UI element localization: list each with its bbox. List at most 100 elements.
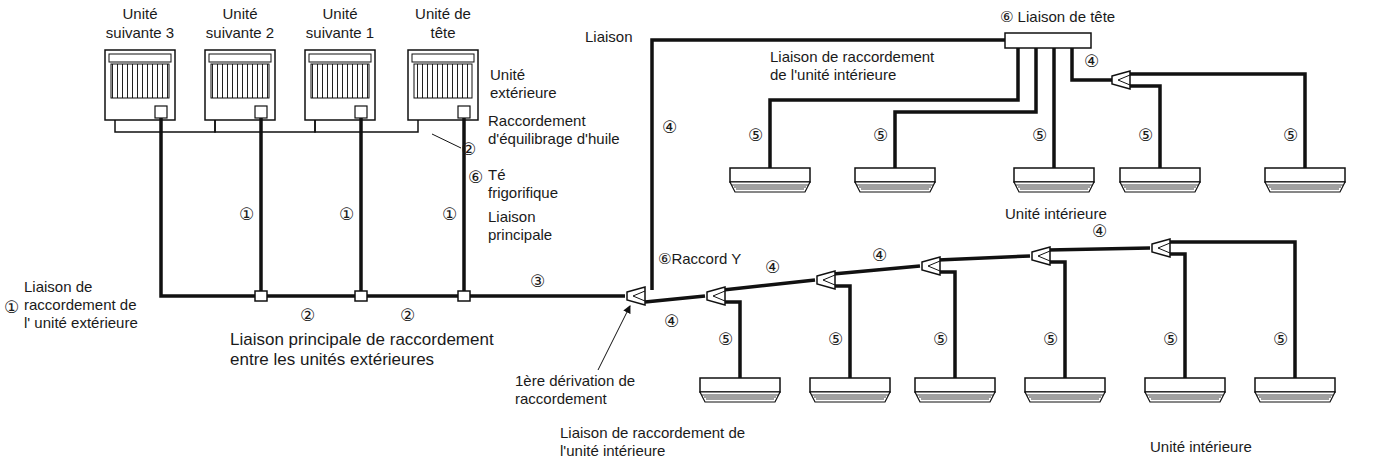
indoor-unit-body xyxy=(1025,378,1105,392)
indoor-unit-body xyxy=(700,378,780,392)
part-label: Liaison de raccordement de l'unité intér… xyxy=(770,48,955,84)
refrigerant-pipe xyxy=(1130,86,1160,168)
unit-heading: Unité suivante 1 xyxy=(298,4,382,42)
callout-number: ① xyxy=(4,298,19,316)
callout-number: ④ xyxy=(662,118,677,136)
y-joint xyxy=(1112,71,1130,89)
refrigerant-pipe xyxy=(895,48,1036,168)
callout-number: ⑤ xyxy=(933,330,948,348)
air-grill xyxy=(311,64,369,98)
oil-balance-line xyxy=(115,120,215,132)
fan-top xyxy=(209,54,271,62)
outdoor-unit: Unité suivante 3 xyxy=(98,4,182,120)
refrigerant-pipe xyxy=(938,256,1030,260)
panel-line xyxy=(814,397,886,398)
outdoor-unit-body xyxy=(105,50,175,120)
callout-number: ③ xyxy=(530,272,545,290)
callout-number: ⑤ xyxy=(1043,330,1058,348)
panel-line xyxy=(1029,397,1101,398)
panel-line xyxy=(1018,187,1090,188)
panel-line xyxy=(1020,189,1088,190)
pipe-port xyxy=(355,106,367,118)
y-joint-inner xyxy=(1038,256,1050,261)
fan-top xyxy=(309,54,371,62)
header-pipe xyxy=(1005,33,1091,48)
pipe-port xyxy=(458,106,470,118)
part-label: Unité intérieure xyxy=(1005,205,1107,223)
part-label: Liaison de raccordement de l'unité intér… xyxy=(560,424,750,460)
refrigerant-pipe xyxy=(833,266,920,274)
part-label: Liaison xyxy=(585,28,633,46)
callout-number: ④ xyxy=(664,312,679,330)
indoor-unit-panel xyxy=(1120,182,1200,192)
refrigerant-pipe xyxy=(359,118,363,296)
panel-line xyxy=(919,397,991,398)
part-label: ⑥ Liaison de tête xyxy=(1000,8,1115,26)
callout-number: ① xyxy=(339,205,354,223)
refrigerant-pipe xyxy=(1052,48,1056,168)
refrigerant-pipe xyxy=(1130,74,1305,168)
panel-line xyxy=(857,185,933,186)
callout-number: ② xyxy=(461,140,476,158)
part-label: 1ère dérivation de raccordement xyxy=(515,372,637,408)
y-joint xyxy=(707,287,725,305)
y-joint-inner xyxy=(928,266,940,271)
y-joint-inner xyxy=(713,296,725,301)
callout-number: ⑥ xyxy=(468,168,483,186)
fan-top xyxy=(412,54,474,62)
y-joint-inner xyxy=(928,261,940,266)
indoor-unit-panel xyxy=(730,182,810,192)
callout-number: ② xyxy=(300,306,315,324)
panel-line xyxy=(1122,185,1198,186)
y-joint-inner xyxy=(633,291,645,296)
refrigerant-pipe xyxy=(652,40,1005,290)
callout-number: ④ xyxy=(872,246,887,264)
callout-number: ② xyxy=(400,306,415,324)
panel-line xyxy=(732,185,808,186)
panel-line xyxy=(1124,187,1196,188)
unit-heading: Unité de tête xyxy=(401,4,485,42)
refrigerant-pipe xyxy=(1168,254,1185,378)
refrigerant-pipe xyxy=(723,280,815,290)
indoor-unit-body xyxy=(730,168,810,182)
callout-number: ⑤ xyxy=(1138,126,1153,144)
panel-line xyxy=(1261,399,1329,400)
indoor-unit-body xyxy=(1145,378,1225,392)
air-grill xyxy=(211,64,269,98)
panel-line xyxy=(861,189,929,190)
pipe-port xyxy=(255,106,267,118)
callout-number: ⑤ xyxy=(873,126,888,144)
panel-line xyxy=(812,395,888,396)
panel-line xyxy=(1271,189,1339,190)
refrigerant-pipe xyxy=(1048,262,1065,378)
panel-line xyxy=(816,399,884,400)
outdoor-unit: Unité de tête xyxy=(401,4,485,120)
panel-line xyxy=(704,397,776,398)
panel-line xyxy=(1267,185,1343,186)
panel-line xyxy=(1147,395,1223,396)
refrigerant-pipe xyxy=(645,296,705,302)
panel-line xyxy=(736,189,804,190)
y-joint-inner xyxy=(1158,248,1170,253)
indoor-unit-panel xyxy=(1014,182,1094,192)
refrigerant-pipe xyxy=(259,118,263,296)
panel-line xyxy=(706,399,774,400)
indoor-unit-body xyxy=(1265,168,1345,182)
refrigerant-pipe xyxy=(1168,242,1295,378)
y-joint xyxy=(817,271,835,289)
callout-number: ⑤ xyxy=(828,330,843,348)
callout-number: ⑤ xyxy=(1283,126,1298,144)
air-grill xyxy=(414,64,472,98)
y-joint-inner xyxy=(713,291,725,296)
panel-line xyxy=(1027,395,1103,396)
panel-line xyxy=(917,395,993,396)
callout-number: ⑤ xyxy=(1273,330,1288,348)
indoor-unit-panel xyxy=(1145,392,1225,402)
indoor-unit-panel xyxy=(915,392,995,402)
part-label: Té frigorifique xyxy=(488,166,573,202)
panel-line xyxy=(1269,187,1341,188)
panel-line xyxy=(1016,185,1092,186)
panel-line xyxy=(859,187,931,188)
